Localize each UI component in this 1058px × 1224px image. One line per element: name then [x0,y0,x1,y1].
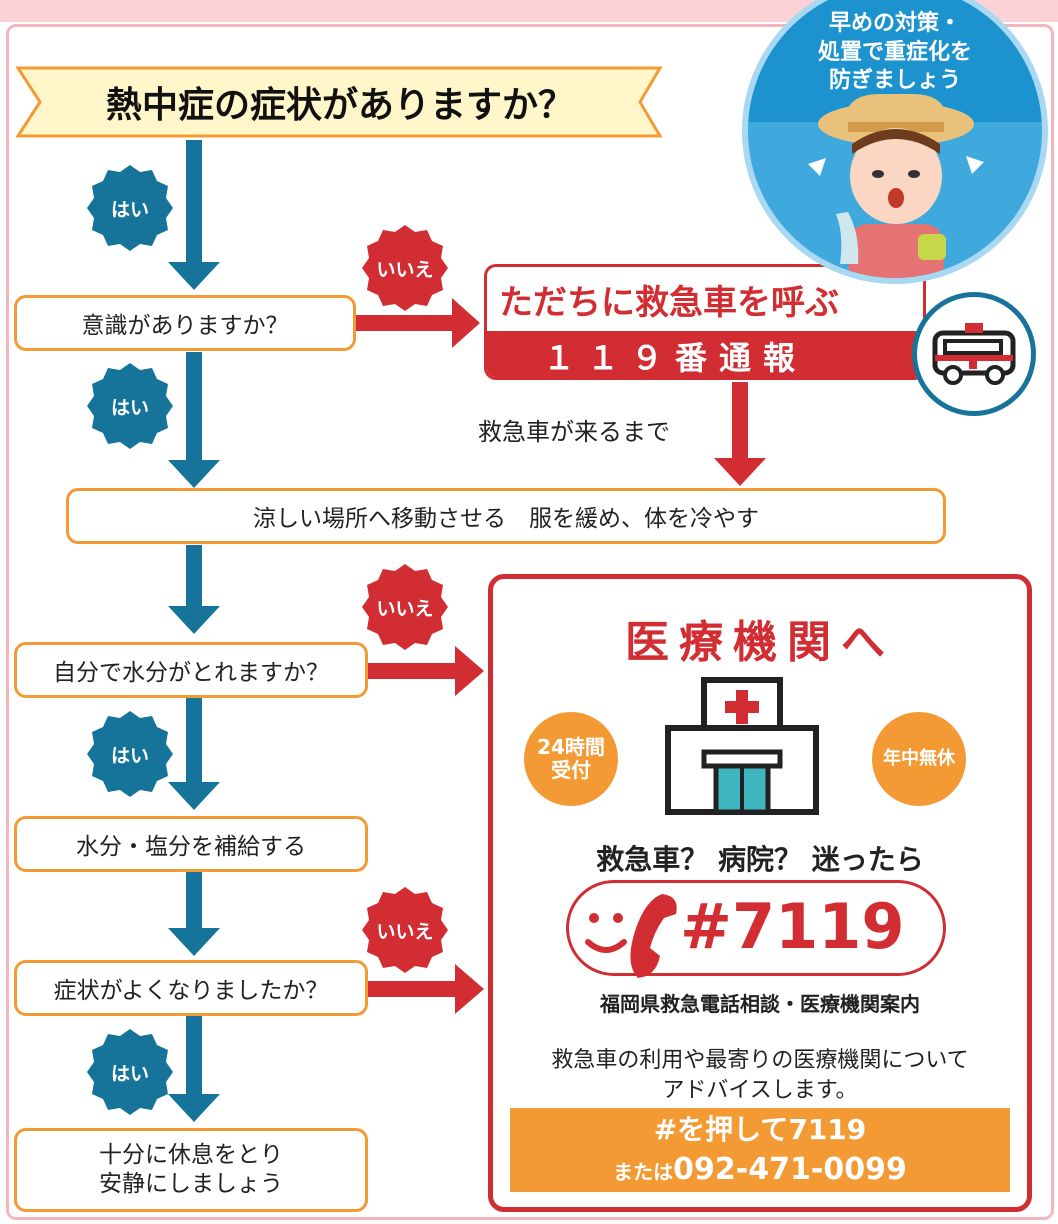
arrow-shaft-2 [186,352,202,464]
emergency-box: ただちに救急車を呼ぶ １１９番通報 [484,264,926,380]
yes-label-4: はい [110,1062,149,1085]
dial-box: #を押して7119 または092-471-0099 [510,1108,1010,1192]
page-frame [6,24,1054,1220]
no-badges [362,225,448,973]
rest-line-1: 十分に休息をとり [99,1142,283,1169]
open-all-year-badge: 年中無休 [872,712,966,806]
blue-arrows [168,140,220,1122]
no-label-2: いいえ [376,597,434,620]
phone-icon [585,894,677,978]
arrow-head-6 [168,1094,220,1122]
dial-number: 092-471-0099 [673,1152,907,1187]
dial-line-1: #を押して7119 [653,1113,867,1146]
hotline-number: #7119 [680,889,905,963]
arrow-shaft-4 [186,694,202,786]
drink-question: 自分で水分がとれますか？ [14,642,368,698]
no-label-1: いいえ [376,258,434,281]
emergency-number: １１９番通報 [487,331,923,377]
no-badge-1 [362,225,448,311]
yes-badge-2 [87,363,173,449]
arrow-head-4 [168,782,220,810]
medical-question: 救急車？ 病院？ 迷ったら [596,843,924,876]
yes-badge-1 [87,165,173,251]
yes-badges [87,165,173,1115]
open-24h-line-1: 24時間 [537,735,605,759]
medical-title: 医療機関へ [625,617,895,668]
no-badge-3 [362,887,448,973]
yes-label-2: はい [110,396,149,419]
rest-step: 十分に休息をとり 安静にしましょう [14,1128,368,1212]
move-step: 涼しい場所へ移動させる 服を緩め、体を冷やす [66,488,946,544]
yes-badge-4 [87,1029,173,1115]
arrow-shaft-5 [186,872,202,932]
desc-line-1: 救急車の利用や最寄りの医療機関について [551,1048,969,1073]
arrow-shaft-6 [186,1016,202,1098]
arrow-head-3 [168,606,220,634]
callout-text: 早めの対策・ 処置で重症化を 防ぎましょう [748,10,1042,96]
no-label-3: いいえ [376,920,434,943]
no-badge-2 [362,564,448,650]
yes-badge-3 [87,711,173,797]
arrow-head-2 [168,460,220,488]
arrow-shaft-1 [186,140,202,265]
until-ambulance-text: 救急車が来るまで [478,418,670,446]
red-arrows [355,298,766,1014]
emergency-title: ただちに救急車を呼ぶ [499,282,839,323]
better-question: 症状がよくなりましたか？ [14,960,368,1016]
yes-label-1: はい [110,198,149,221]
hydrate-step: 水分・塩分を補給する [14,816,368,872]
desc-line-2: アドバイスします。 [662,1078,858,1103]
service-name: 福岡県救急電話相談・医療機関案内 [600,992,920,1016]
open-24h-line-2: 受付 [551,758,591,782]
rest-line-2: 安静にしましょう [99,1171,283,1197]
yes-label-3: はい [110,744,149,767]
arrow-head-5 [168,928,220,956]
consciousness-question: 意識がありますか？ [14,295,356,351]
ambulance-icon [912,292,1036,416]
callout-circle: 早めの対策・ 処置で重症化を 防ぎましょう [742,0,1048,284]
banner-ribbon [15,66,663,138]
callout-line-1: 早めの対策・ [828,11,961,36]
hospital-icon [665,677,819,815]
open-24h-badge: 24時間受付 [524,712,618,806]
hotline-pill [566,880,946,976]
dial-prefix: または [613,1160,674,1184]
banner-title: 熱中症の症状がありますか？ [105,85,574,126]
arrow-shaft-3 [186,545,202,610]
woman-illustration [808,94,984,278]
callout-line-2: 処置で重症化を [817,39,972,65]
callout-line-3: 防ぎましょう [828,68,961,94]
arrow-head-1 [168,262,220,290]
